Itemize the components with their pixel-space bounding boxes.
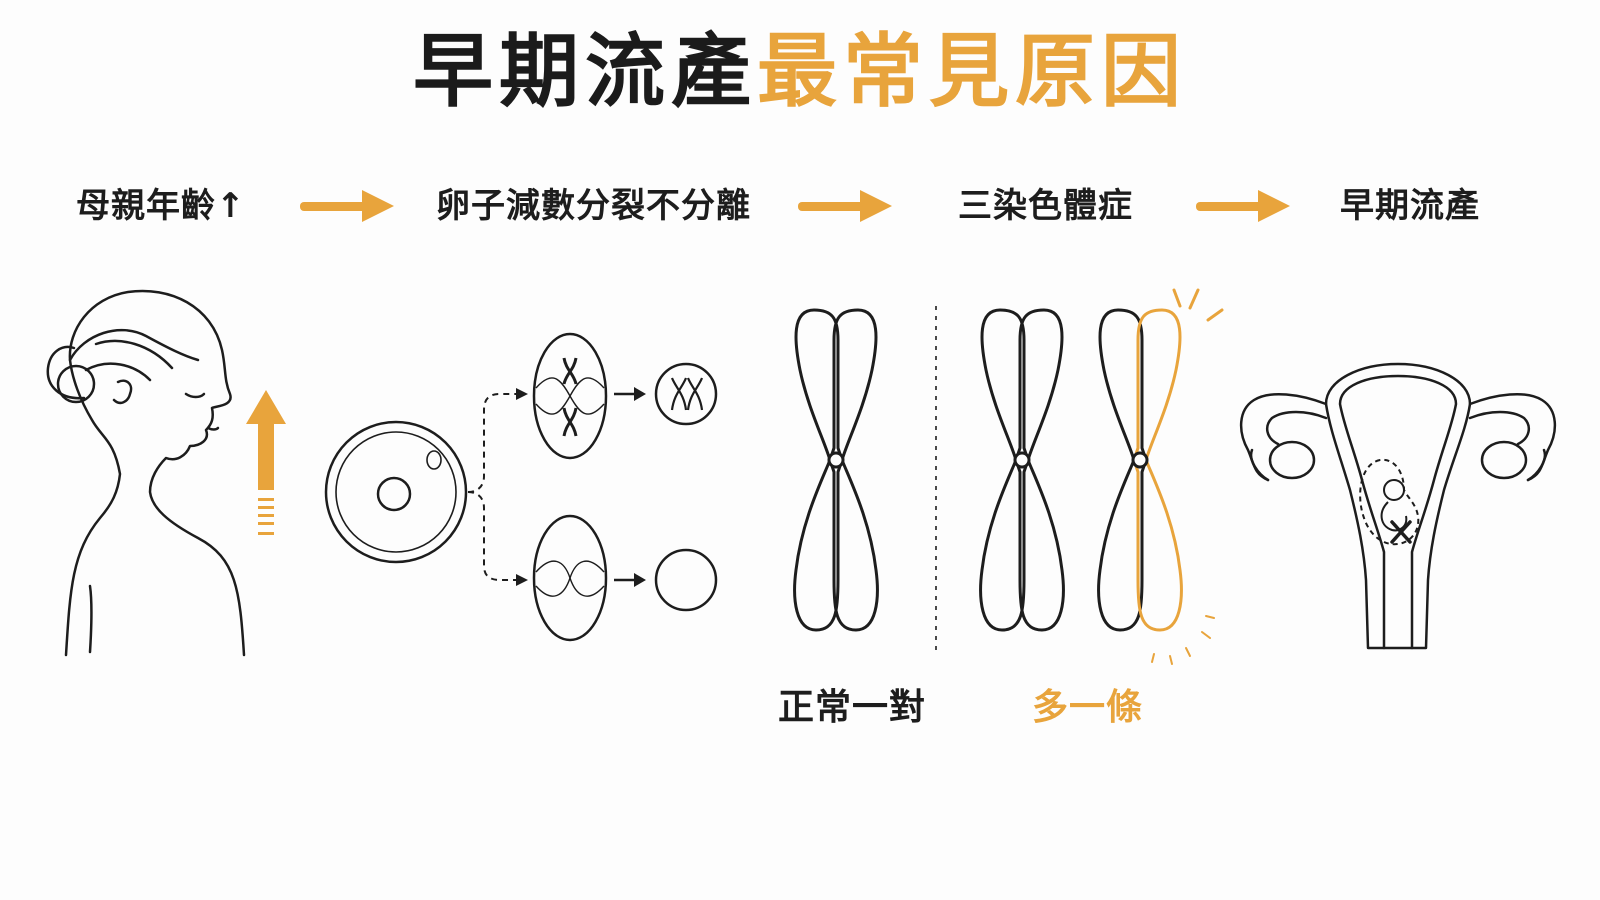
- result-cell-extra-icon: [654, 362, 718, 426]
- split-arrows: [467, 393, 518, 581]
- egg-cell-icon: [324, 420, 468, 564]
- arrow-to-result: [614, 387, 646, 401]
- result-cell-empty-icon: [654, 548, 718, 612]
- arrow-to-result: [614, 573, 646, 587]
- arrowhead: [516, 388, 528, 400]
- step-maternal-age: 母親年齡↑: [76, 186, 246, 226]
- highlight-rays: [1151, 288, 1224, 665]
- caption-extra-chromosome: 多一條: [1032, 687, 1144, 728]
- right-arrow-icon: [1196, 190, 1290, 222]
- right-arrow-icon: [300, 190, 394, 222]
- dividing-cell-icon: [532, 514, 608, 642]
- cross-icon: [1390, 520, 1412, 544]
- chromosome-normal-pair: [793, 308, 879, 632]
- woman-profile-icon: [46, 289, 246, 657]
- centromere: [1131, 451, 1149, 469]
- step-meiotic-nondisjunction: 卵子減數分裂不分離: [436, 186, 751, 226]
- title-highlight: 最常見原因: [757, 25, 1187, 118]
- up-arrow-icon: [246, 390, 286, 535]
- illustration: [46, 288, 1556, 665]
- process-flow: 母親年齡↑ 卵子減數分裂不分離 三染色體症 早期流產: [0, 178, 1600, 234]
- embryo-icon: [1359, 458, 1420, 546]
- flow-arrow-1: [300, 188, 396, 224]
- page-title: 早期流產最常見原因: [0, 22, 1600, 122]
- chromosome-icon: [979, 308, 1065, 632]
- dividing-cell-icon: [532, 332, 608, 460]
- uterus-icon: [1240, 362, 1556, 650]
- title-main: 早期流產: [413, 25, 757, 118]
- caption-normal-pair: 正常一對: [778, 687, 927, 728]
- arrowhead: [516, 574, 528, 586]
- flow-arrow-3: [1196, 188, 1292, 224]
- step-trisomy: 三染色體症: [958, 186, 1133, 226]
- right-arrow-icon: [798, 190, 892, 222]
- flow-arrow-2: [798, 188, 894, 224]
- step-miscarriage: 早期流產: [1340, 186, 1480, 226]
